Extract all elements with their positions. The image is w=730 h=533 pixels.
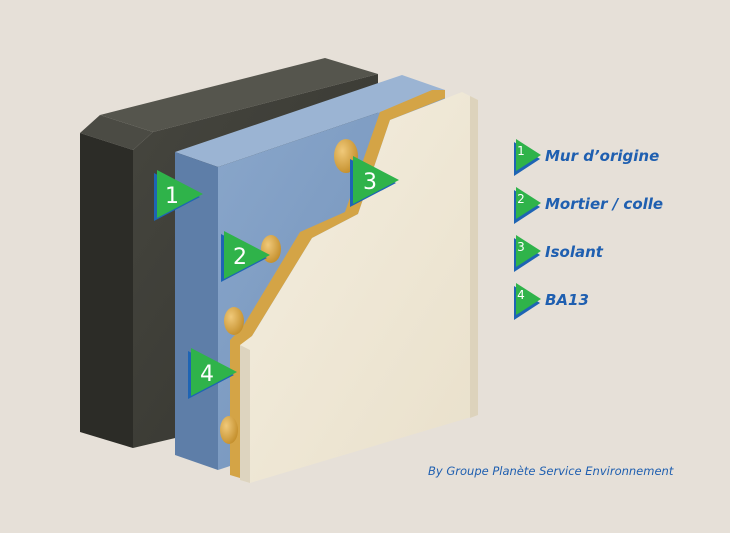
legend-number: 1 bbox=[517, 144, 525, 158]
legend-label: BA13 bbox=[545, 291, 589, 309]
legend-number: 3 bbox=[517, 240, 525, 254]
glue-dab bbox=[224, 307, 244, 335]
triangle-marker-icon bbox=[514, 283, 541, 320]
credit-text: By Groupe Planète Service Environnement bbox=[428, 464, 674, 478]
triangle-marker-icon bbox=[514, 187, 541, 224]
glue-dab bbox=[220, 416, 238, 444]
legend-label: Mur d’origine bbox=[545, 147, 660, 165]
legend: 1 Mur d’origine 2 Mortier / colle 3 Isol… bbox=[511, 138, 721, 330]
triangle-marker-icon bbox=[514, 235, 541, 272]
legend-label: Isolant bbox=[545, 243, 603, 261]
marker-1: 1 bbox=[154, 170, 203, 221]
marker-2: 2 bbox=[221, 231, 270, 282]
legend-item-mur-origine: 1 Mur d’origine bbox=[511, 138, 721, 186]
marker-4-number: 4 bbox=[200, 362, 214, 387]
marker-3: 3 bbox=[350, 156, 399, 207]
marker-3-number: 3 bbox=[363, 170, 377, 195]
marker-4: 4 bbox=[188, 348, 237, 399]
triangle-marker-icon bbox=[514, 139, 541, 176]
legend-item-mortier-colle: 2 Mortier / colle bbox=[511, 186, 721, 234]
legend-number: 2 bbox=[517, 192, 525, 206]
legend-item-isolant: 3 Isolant bbox=[511, 234, 721, 282]
legend-label: Mortier / colle bbox=[545, 195, 664, 213]
marker-2-number: 2 bbox=[233, 245, 247, 270]
legend-item-ba13: 4 BA13 bbox=[511, 282, 721, 330]
marker-1-number: 1 bbox=[165, 184, 179, 209]
plasterboard-layer bbox=[240, 92, 478, 483]
legend-number: 4 bbox=[517, 288, 525, 302]
